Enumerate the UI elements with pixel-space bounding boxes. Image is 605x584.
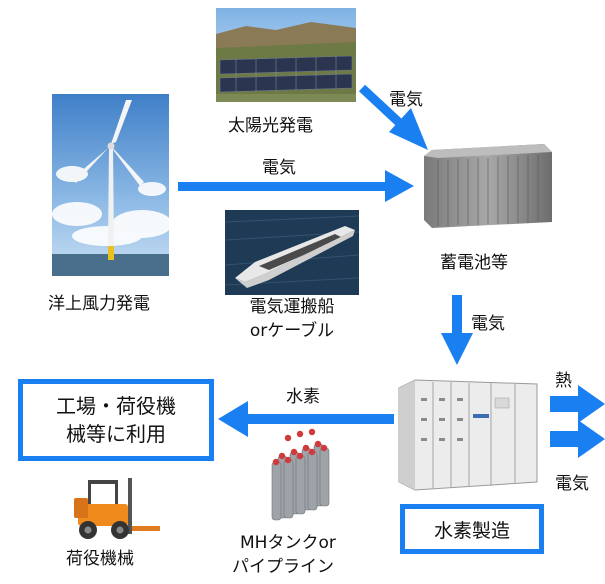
mh-tank-label-line1: MHタンクor xyxy=(240,533,336,553)
forklift-label: 荷役機械 xyxy=(66,549,134,569)
factory-use-line1: 工場・荷役機 xyxy=(56,394,176,418)
solar-arrow-label: 電気 xyxy=(389,90,423,110)
wind-turbine-image xyxy=(52,94,169,276)
battery-arrow-label: 電気 xyxy=(471,314,505,334)
solar-label: 太陽光発電 xyxy=(228,116,313,136)
ship-label-line1: 電気運搬船 xyxy=(249,297,335,317)
hydrogen-production-image xyxy=(395,378,542,492)
mh-tank-image xyxy=(268,426,334,522)
arrow-heat-out xyxy=(550,385,605,423)
transport-ship-image xyxy=(225,210,359,295)
wind-label: 洋上風力発電 xyxy=(48,294,150,314)
arrow-wind-to-battery xyxy=(178,170,414,202)
hydrogen-arrow-label: 水素 xyxy=(286,387,320,407)
solar-panel-image xyxy=(216,8,356,102)
battery-storage-image xyxy=(418,138,558,230)
arrow-solar-to-battery xyxy=(358,84,428,150)
hydrogen-production-label: 水素製造 xyxy=(433,519,510,542)
electricity-out-label: 電気 xyxy=(555,474,589,494)
arrow-hydrogen-to-factory xyxy=(218,401,394,437)
heat-label: 熱 xyxy=(555,371,572,391)
arrow-battery-to-hydrogen xyxy=(441,295,473,365)
arrow-electricity-out xyxy=(550,420,605,458)
factory-use-box: 工場・荷役機 械等に利用 xyxy=(18,379,214,461)
battery-label: 蓄電池等 xyxy=(440,253,508,273)
hydrogen-production-box: 水素製造 xyxy=(400,504,544,554)
wind-arrow-label: 電気 xyxy=(262,158,296,178)
ship-label-line2: orケーブル xyxy=(249,321,335,341)
forklift-icon xyxy=(66,474,162,542)
factory-use-line2: 械等に利用 xyxy=(66,422,166,446)
mh-tank-label-line2: パイプライン xyxy=(232,557,334,577)
